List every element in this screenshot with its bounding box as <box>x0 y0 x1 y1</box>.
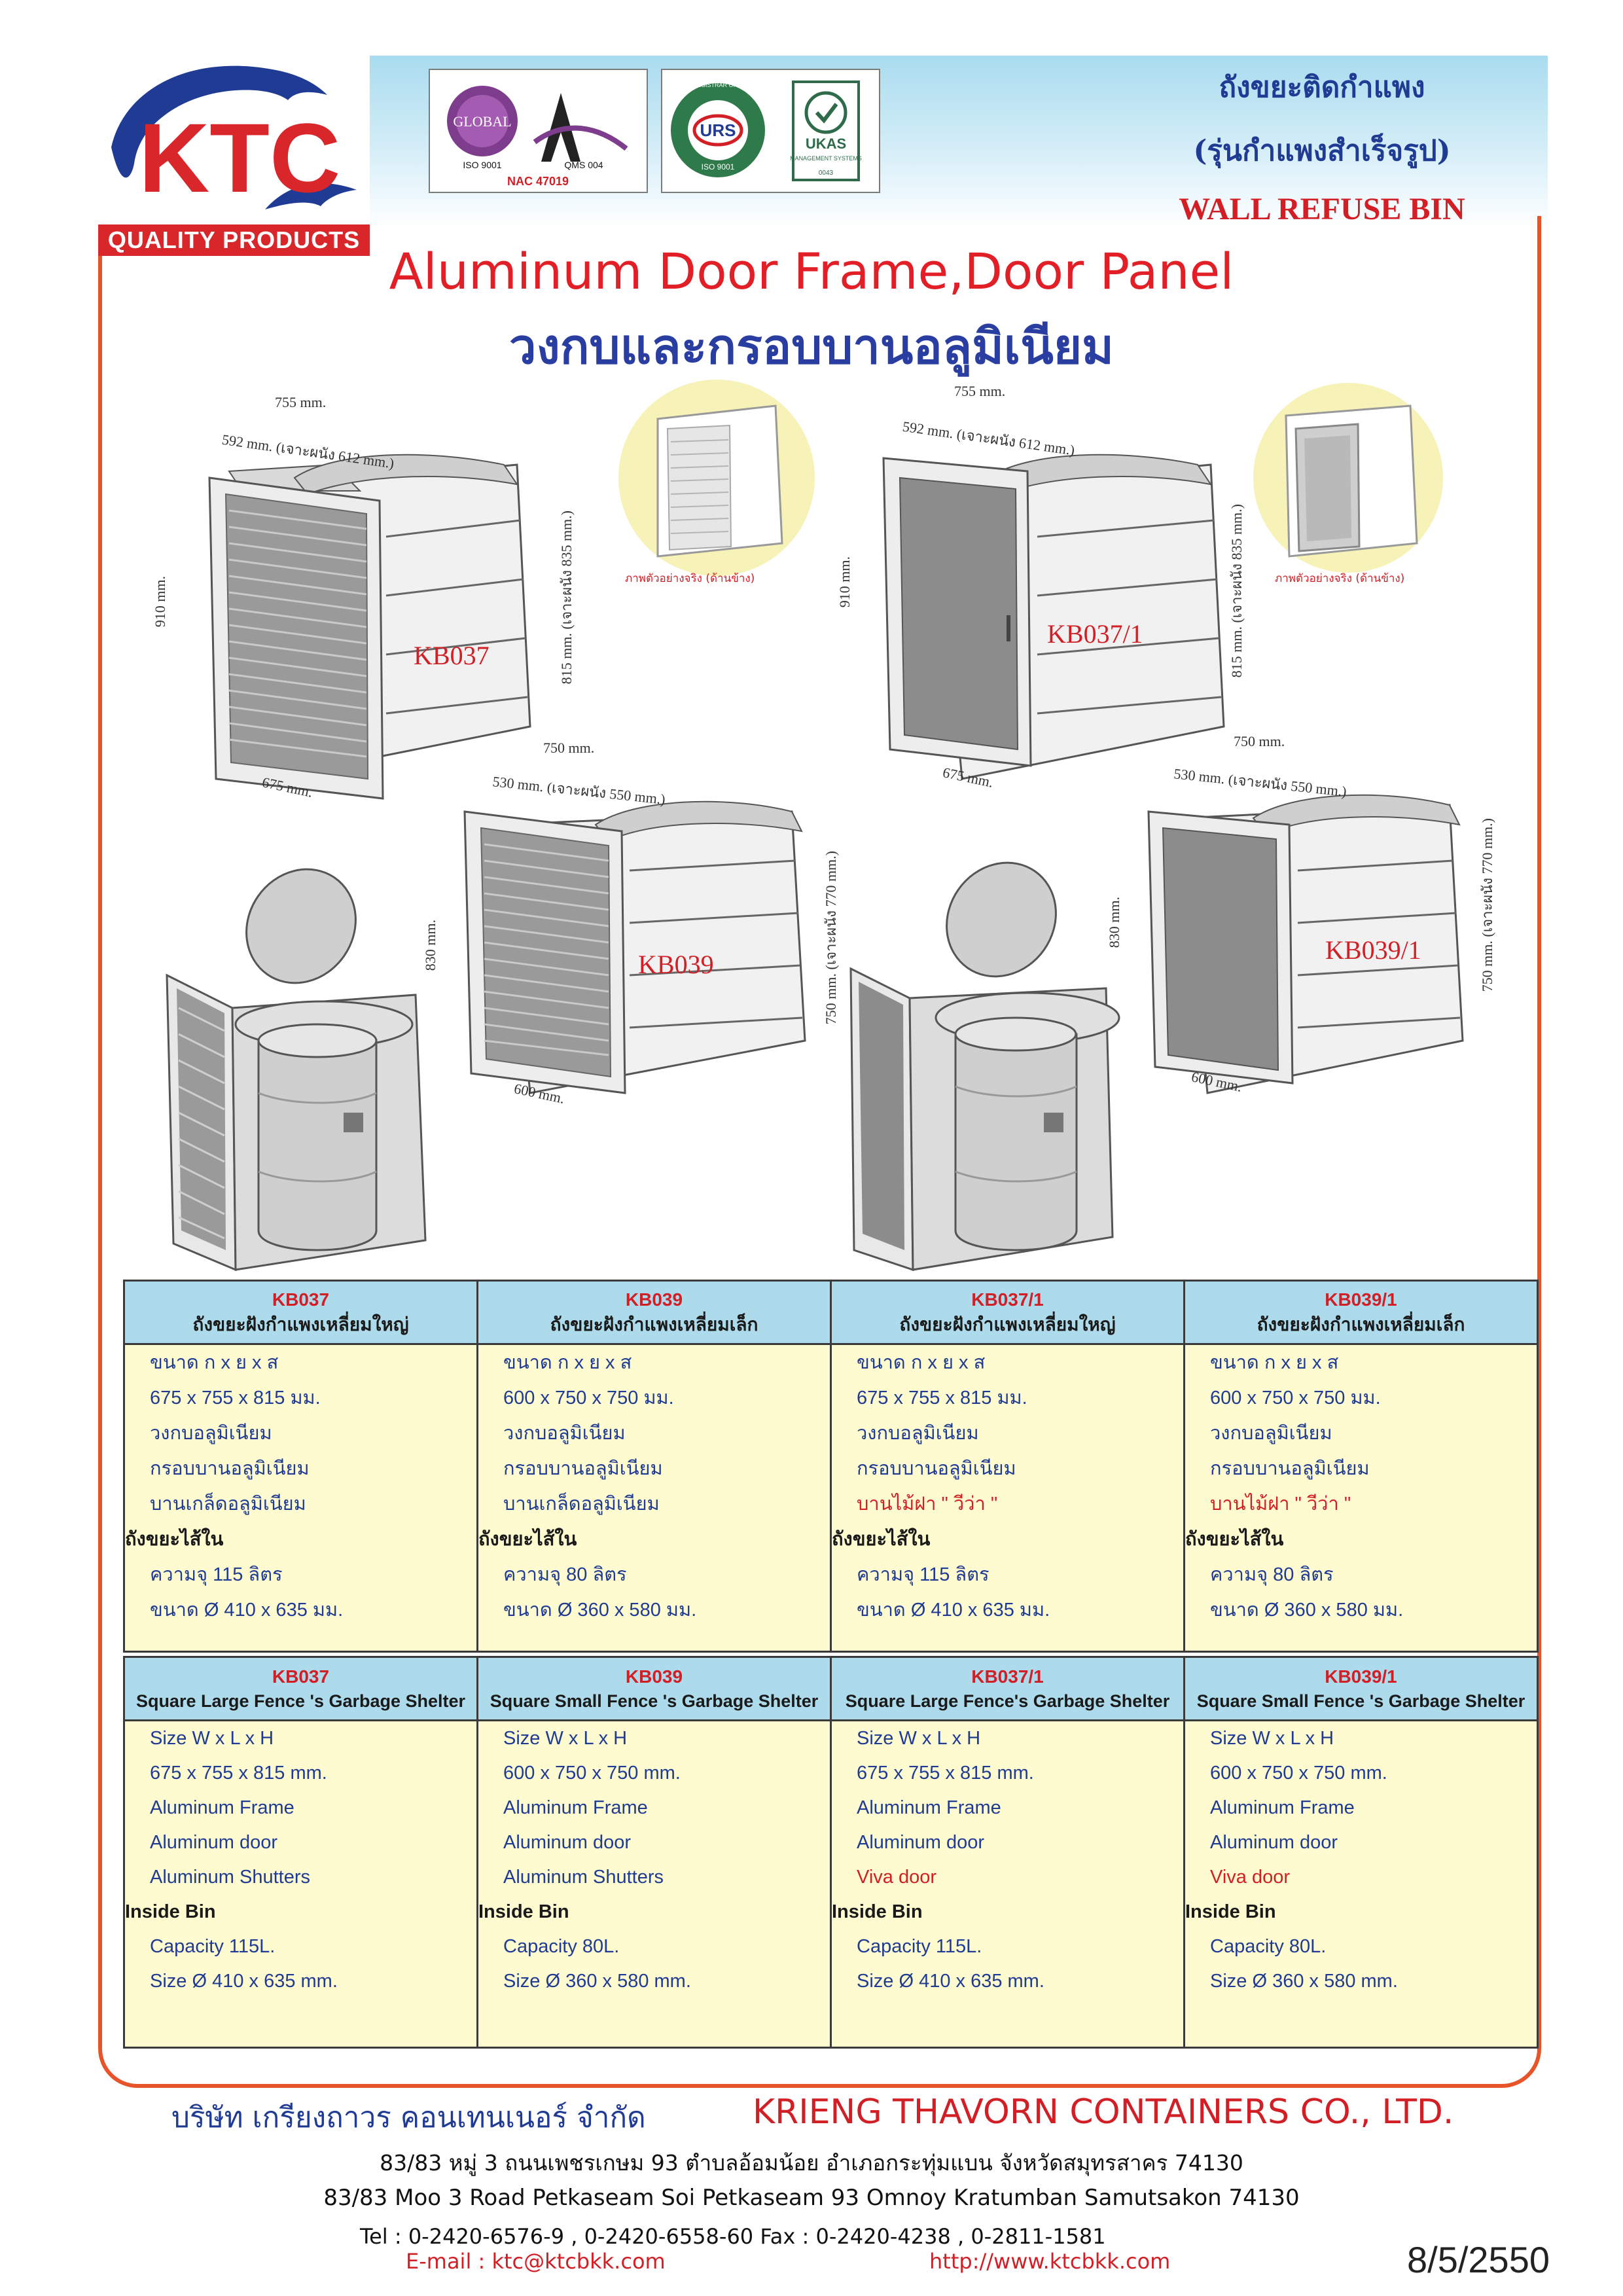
kb037-1-open-drawing <box>844 857 1139 1276</box>
table-th-cell-kb037: ขนาด ก x ย x ส 675 x 755 x 815 มม. วงกบอ… <box>123 1343 478 1653</box>
kb037-1-label: KB037/1 <box>1047 619 1143 649</box>
table-en-cell-kb037-1: Size W x L x H 675 x 755 x 815 mm. Alumi… <box>830 1719 1185 2049</box>
website-link[interactable]: http://www.ktcbkk.com <box>929 2249 1171 2274</box>
svg-text:UKAS: UKAS <box>806 135 846 152</box>
kb039-1-inner-height-dim: 750 mm. (เจาะผนัง 770 mm.) <box>1479 818 1495 992</box>
kb037-1-height-dim: 910 mm. <box>836 556 853 608</box>
heading-thai: วงกบและกรอบบานอลูมิเนียม <box>509 319 1114 375</box>
page-frame <box>98 216 1541 2088</box>
kb039-1-label: KB039/1 <box>1325 935 1421 965</box>
table-en-cell-kb037: Size W x L x H 675 x 755 x 815 mm. Alumi… <box>123 1719 478 2049</box>
kb039-1-top-dim: 750 mm. <box>1234 733 1285 749</box>
dolphin-logo-icon: KTC <box>98 49 370 226</box>
global-cert-badge: GLOBAL ISO 9001 QMS 004 NAC 47019 <box>429 69 648 193</box>
kb039-top-dim: 750 mm. <box>543 740 595 756</box>
kb037-1-drawing <box>870 386 1276 805</box>
ktc-logo: KTC <box>98 49 370 259</box>
kb039-drawing <box>425 753 831 1106</box>
title-thai-line1: ถังขยะติดกำแพง <box>1219 71 1425 104</box>
table-en-cell-kb039: Size W x L x H 600 x 750 x 750 mm. Alumi… <box>476 1719 832 2049</box>
table-th-cell-kb039-1: ขนาด ก x ย x ส 600 x 750 x 750 มม. วงกบอ… <box>1183 1343 1539 1653</box>
kb037-1-photo-caption: ภาพตัวอย่างจริง (ด้านข้าง) <box>1275 572 1405 585</box>
title-english: WALL REFUSE BIN <box>1179 192 1465 226</box>
kb037-1-top-dim: 755 mm. <box>954 383 1006 399</box>
svg-text:ISO 9001: ISO 9001 <box>463 160 501 170</box>
kb037-top-dim: 755 mm. <box>275 394 327 410</box>
quality-products-tag: QUALITY PRODUCTS <box>98 224 370 256</box>
company-name-english: KRIENG THAVORN CONTAINERS CO., LTD. <box>753 2092 1454 2132</box>
svg-text:GLOBAL: GLOBAL <box>453 113 511 130</box>
kb037-photo-caption: ภาพตัวอย่างจริง (ด้านข้าง) <box>625 572 755 585</box>
kb039-label: KB039 <box>638 950 714 979</box>
kb039-inner-height-dim: 750 mm. (เจาะผนัง 770 mm.) <box>823 851 839 1025</box>
company-name-thai: บริษัท เกรียงถาวร คอนเทนเนอร์ จำกัด <box>171 2101 646 2134</box>
kb037-1-inner-height-dim: 815 mm. (เจาะผนัง 835 mm.) <box>1228 504 1245 678</box>
kb037-height-dim: 910 mm. <box>152 576 168 628</box>
page-date: 8/5/2550 <box>1407 2239 1550 2280</box>
kb039-1-drawing <box>1122 753 1482 1106</box>
table-en-cell-kb039-1: Size W x L x H 600 x 750 x 750 mm. Alumi… <box>1183 1719 1539 2049</box>
address-english: 83/83 Moo 3 Road Petkaseam Soi Petkaseam… <box>323 2185 1300 2211</box>
table-th-cell-kb039: ขนาด ก x ย x ส 600 x 750 x 750 มม. วงกบอ… <box>476 1343 832 1653</box>
kb037-photo <box>618 380 815 576</box>
svg-text:NAC 47019: NAC 47019 <box>507 175 569 188</box>
svg-text:ISO 9001: ISO 9001 <box>702 162 735 171</box>
svg-text:UNITED REGISTRAR OF SYSTEMS: UNITED REGISTRAR OF SYSTEMS <box>669 82 766 88</box>
kb037-open-drawing <box>160 864 442 1276</box>
svg-text:URS: URS <box>700 120 736 140</box>
kb037-inner-height-dim: 815 mm. (เจาะผนัง 835 mm.) <box>558 511 575 685</box>
kb037-label: KB037 <box>414 641 490 670</box>
address-thai: 83/83 หมู่ 3 ถนนเพชรเกษม 93 ตำบลอ้อมน้อย… <box>380 2150 1243 2176</box>
contact-phone-fax: Tel : 0-2420-6576-9 , 0-2420-6558-60 Fax… <box>360 2224 1106 2249</box>
svg-text:0043: 0043 <box>819 170 834 177</box>
urs-ukas-cert-badge: UNITED REGISTRAR OF SYSTEMS URS ISO 9001… <box>661 69 880 193</box>
svg-text:QMS 004: QMS 004 <box>564 160 603 170</box>
logo-text: KTC <box>139 103 340 213</box>
kb037-1-photo <box>1253 380 1443 576</box>
title-thai-line2: (รุ่นกำแพงสำเร็จรูป) <box>1193 134 1451 168</box>
table-th-cell-kb037-1: ขนาด ก x ย x ส 675 x 755 x 815 มม. วงกบอ… <box>830 1343 1185 1653</box>
kb037-drawing <box>164 386 582 805</box>
heading-english: Aluminum Door Frame,Door Panel <box>389 242 1234 300</box>
svg-text:MANAGEMENT SYSTEMS: MANAGEMENT SYSTEMS <box>790 155 862 162</box>
contact-email-link[interactable]: E-mail : ktc@ktcbkk.com <box>406 2249 666 2274</box>
